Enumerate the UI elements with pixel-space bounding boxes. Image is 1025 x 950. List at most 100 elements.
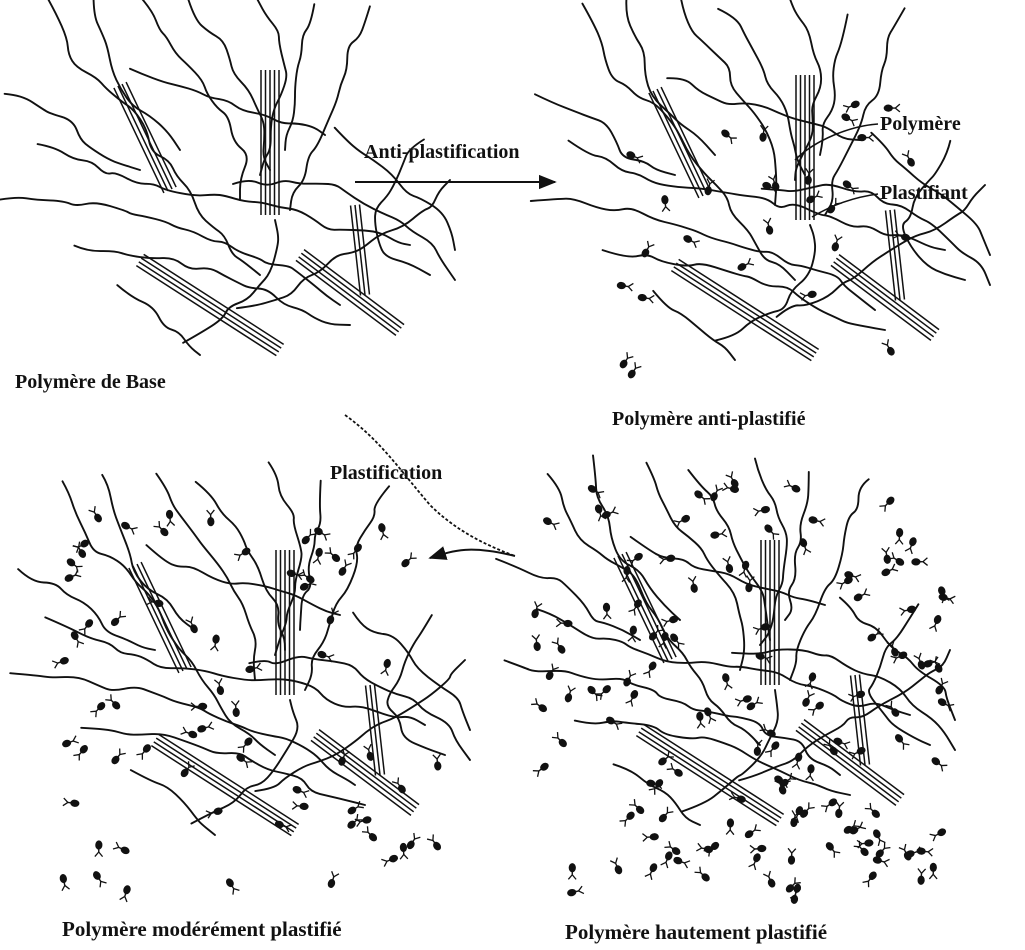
- plasticizer-molecule: [804, 549, 806, 555]
- polymer-chain: [535, 94, 675, 175]
- plasticizer-molecule: [186, 620, 191, 623]
- polymer-chain: [131, 770, 215, 835]
- plasticizer-molecule: [856, 575, 862, 577]
- plasticizer-molecule: [864, 589, 866, 595]
- plasticizer-molecule: [601, 694, 602, 700]
- plasticizer-molecule: [224, 877, 235, 889]
- plasticizer-molecule: [846, 107, 849, 112]
- plasticizer-molecule: [754, 864, 756, 870]
- plasticizer-molecule: [730, 830, 734, 835]
- plasticizer-molecule: [170, 521, 174, 525]
- plasticizer-molecule: [206, 811, 211, 813]
- plasticizer-molecule: [630, 674, 636, 676]
- plasticizer-molecule: [381, 670, 386, 674]
- plasticizer-molecule: [311, 584, 317, 585]
- plasticizer-molecule: [55, 663, 58, 668]
- plasticizer-molecule: [810, 769, 811, 776]
- plasticizer-molecule: [895, 108, 900, 112]
- plasticizer-molecule: [367, 826, 368, 832]
- plasticizer-molecule: [901, 611, 905, 616]
- plasticizer-molecule: [345, 559, 346, 565]
- plasticizer-molecule: [908, 150, 909, 156]
- plasticizer-molecule: [101, 881, 107, 883]
- plasticizer-molecule: [671, 763, 673, 769]
- plasticizer-molecule: [662, 207, 665, 212]
- plasticizer-molecule: [684, 861, 690, 863]
- plasticizer-molecule: [667, 812, 673, 813]
- plasticizer-molecule: [298, 572, 303, 575]
- plasticizer-molecule: [790, 773, 791, 779]
- plasticizer-molecule: [902, 154, 908, 156]
- plasticizer-molecule: [709, 718, 711, 724]
- plasticizer-molecule: [598, 492, 604, 493]
- plasticizer-molecule: [845, 742, 851, 744]
- polymer-chain: [285, 4, 314, 150]
- crystalline-zone: [836, 258, 936, 333]
- plasticizer-molecule: [554, 524, 556, 530]
- plasticizer-molecule: [753, 627, 759, 629]
- plasticizer-molecule: [68, 802, 75, 803]
- plasticizer-molecule: [887, 339, 888, 345]
- plasticizer-molecule: [684, 863, 687, 868]
- plasticizer-molecule: [853, 189, 854, 195]
- plasticizer-molecule: [334, 874, 339, 877]
- plasticizer-molecule: [882, 548, 887, 552]
- plasticizer-molecule: [183, 727, 186, 732]
- plasticizer-molecule: [806, 776, 810, 780]
- plasticizer-molecule: [535, 601, 537, 606]
- panel-highly-plasticized: [496, 455, 955, 904]
- polymer-chain: [496, 559, 640, 640]
- plasticizer-molecule: [246, 762, 247, 768]
- polymer-chain: [755, 459, 787, 645]
- plasticizer-molecule: [933, 836, 935, 842]
- plasticizer-molecule: [899, 540, 903, 545]
- plasticizer-molecule: [73, 736, 76, 741]
- plasticizer-molecule: [414, 833, 415, 839]
- plasticizer-molecule: [628, 637, 632, 641]
- plasticizer-molecule: [231, 701, 235, 705]
- plasticizer-molecule: [878, 634, 884, 635]
- polymer-chain: [249, 657, 470, 760]
- plasticizer-molecule: [919, 653, 921, 659]
- plasticizer-molecule: [65, 885, 70, 889]
- plasticizer-molecule: [346, 805, 358, 816]
- plasticizer-molecule: [616, 724, 618, 730]
- crystalline-zone: [156, 738, 296, 828]
- plasticizer-molecule: [73, 741, 79, 743]
- plasticizer-molecule: [627, 560, 633, 561]
- plasticizer-molecule: [892, 564, 894, 569]
- plasticizer-molecule: [392, 782, 398, 784]
- plasticizer-molecule: [613, 512, 619, 514]
- plasticizer-molecule: [643, 837, 647, 841]
- crystalline-zone: [890, 210, 900, 300]
- polymer-chain: [537, 609, 910, 715]
- crystalline-zone: [139, 262, 279, 352]
- plasticizer-molecule: [739, 572, 744, 575]
- plasticizer-molecule: [854, 846, 860, 847]
- plasticizer-molecule: [61, 739, 72, 749]
- plasticizer-molecule: [191, 617, 193, 623]
- panel-base-polymer: [0, 0, 455, 356]
- plasticizer-molecule: [787, 480, 789, 486]
- plasticizer-molecule: [716, 485, 717, 491]
- plasticizer-molecule: [537, 604, 542, 607]
- plasticizer-molecule: [637, 156, 643, 158]
- plasticizer-label: Plastifiant: [880, 182, 968, 205]
- plasticizer-molecule: [304, 791, 310, 793]
- plasticizer-molecule: [809, 808, 815, 809]
- plasticizer-molecule: [693, 576, 696, 581]
- plasticizer-molecule: [768, 176, 773, 179]
- plasticizer-molecule: [383, 535, 388, 539]
- plasticizer-molecule: [207, 510, 211, 514]
- plasticizer-molecule: [661, 862, 666, 865]
- plasticizer-molecule: [840, 802, 844, 806]
- plasticizer-molecule: [91, 870, 102, 882]
- plasticizer-molecule: [100, 881, 101, 887]
- plasticizer-molecule: [313, 559, 318, 563]
- plasticizer-molecule: [792, 849, 796, 853]
- plasticizer-molecule: [856, 577, 859, 582]
- plasticizer-molecule: [381, 859, 387, 861]
- plasticizer-molecule: [626, 701, 632, 703]
- plasticizer-molecule: [437, 759, 438, 766]
- plasticizer-molecule: [904, 844, 905, 850]
